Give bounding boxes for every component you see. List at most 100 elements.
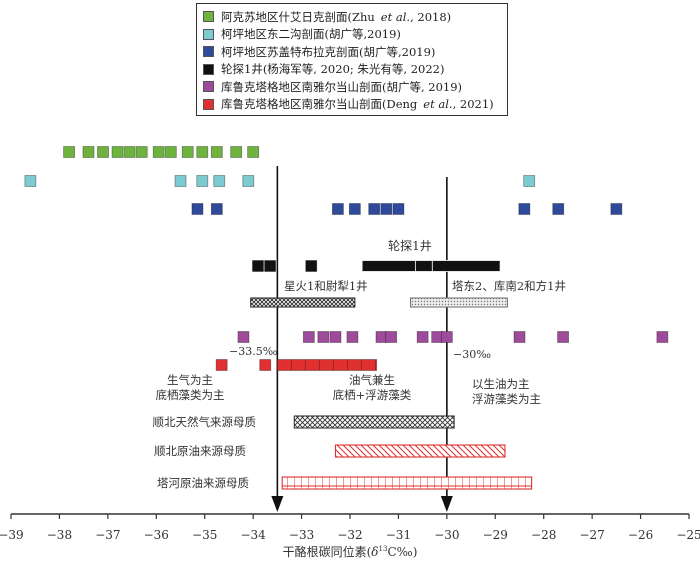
range-bar [409, 297, 508, 308]
data-range [276, 359, 378, 371]
zone-label: 底栖+浮游藻类 [333, 388, 412, 402]
legend-swatch-icon [203, 63, 214, 75]
x-tick-label: −28 [531, 528, 556, 542]
x-tick-label: −34 [240, 528, 266, 542]
legend-item: 柯坪地区东二沟剖面(胡广等,2019) [203, 26, 501, 44]
data-point [196, 146, 209, 158]
data-point [24, 175, 37, 187]
data-point [242, 175, 255, 187]
x-tick-label: −38 [47, 528, 72, 542]
x-tick-label: −39 [0, 528, 24, 542]
data-point [181, 146, 194, 158]
x-tick-label: −31 [386, 528, 411, 542]
x-tick-label: −25 [676, 528, 700, 542]
x-tick-label: −26 [628, 528, 653, 542]
series-markers [24, 146, 669, 371]
data-point [152, 146, 165, 158]
range-label: 星火1和尉犁1井 [284, 279, 368, 293]
data-point [213, 175, 226, 187]
data-point [82, 146, 95, 158]
x-tick-label: −35 [192, 528, 217, 542]
data-point [230, 146, 243, 158]
data-point [523, 175, 536, 187]
threshold-label: −33.5‰ [229, 345, 278, 358]
data-point [191, 203, 204, 215]
data-point [331, 203, 344, 215]
data-point [518, 203, 531, 215]
x-tick-label: −27 [579, 528, 604, 542]
data-range [414, 260, 433, 272]
data-point [63, 146, 76, 158]
zone-label: 以生油为主 [472, 377, 530, 391]
legend-label-italic: et al. [380, 9, 411, 24]
legend-label-italic: et al. [423, 97, 453, 112]
data-point [385, 331, 398, 343]
legend-swatch-icon [203, 46, 214, 58]
legend-item: 库鲁克塔格地区南雅尔当山剖面(胡广等, 2019) [203, 78, 501, 96]
data-point [264, 260, 276, 272]
range-label: 顺北天然气来源母质 [153, 415, 257, 429]
data-point [346, 331, 359, 343]
x-tick-label: −29 [483, 528, 508, 542]
data-point [210, 146, 223, 158]
range-bar [293, 415, 455, 429]
annotations: 轮探1井星火1和尉犁1井塔东2、库南2和方1井−33.5‰−30‰生气为主底栖藻… [153, 239, 566, 490]
x-tick-label: −30 [434, 528, 459, 542]
legend-swatch-icon [203, 81, 214, 93]
zone-label: 底栖藻类为主 [156, 388, 225, 402]
data-point [513, 331, 526, 343]
x-tick-label: −32 [337, 528, 362, 542]
data-range [431, 260, 501, 272]
legend-label: 阿克苏地区什艾日克剖面(Zhu [221, 9, 375, 24]
data-point [317, 331, 330, 343]
legend-item: 库鲁克塔格地区南雅尔当山剖面(Deng et al., 2021) [203, 96, 501, 114]
range-label: 塔河原油来源母质 [157, 476, 249, 490]
data-point [174, 175, 187, 187]
x-tick-label: −36 [144, 528, 169, 542]
annotation-label: 轮探1井 [388, 239, 432, 253]
data-point [302, 331, 315, 343]
x-axis-title: 干酪根碳同位素(δ13C‰) [283, 544, 418, 559]
range-label: 塔东2、库南2和方1井 [452, 279, 566, 293]
data-point [329, 331, 342, 343]
data-point [380, 203, 393, 215]
x-tick-label: −37 [95, 528, 120, 542]
legend-label: 库鲁克塔格地区南雅尔当山剖面(Deng [221, 97, 418, 112]
legend-item: 阿克苏地区什艾日克剖面(Zhu et al., 2018) [203, 8, 501, 26]
data-point [557, 331, 569, 343]
data-point [656, 331, 669, 343]
zone-label: 浮游藻类为主 [472, 392, 541, 406]
data-point [111, 146, 124, 158]
zone-label: 油气兼生 [349, 373, 395, 387]
arrow-down-icon [440, 496, 453, 512]
data-point [552, 203, 565, 215]
range-bar [250, 297, 356, 308]
data-point [305, 260, 318, 272]
range-label: 顺北原油来源母质 [154, 444, 246, 458]
legend-label: 库鲁克塔格地区南雅尔当山剖面(胡广等, 2019) [221, 79, 463, 94]
zone-label: 生气为主 [167, 373, 213, 387]
legend-label-suffix: , 2021) [452, 97, 494, 112]
data-point [196, 175, 209, 187]
data-point [210, 203, 223, 215]
x-axis: −39 −38 −37 −36 −35 −34 −33 −32 −31 −30 −29 −28 −27 −… [0, 513, 700, 559]
arrow-down-icon [271, 496, 284, 512]
range-bar [334, 444, 506, 458]
legend-swatch-icon [203, 98, 214, 110]
data-point [416, 331, 429, 343]
data-point [392, 203, 405, 215]
data-point [252, 260, 264, 272]
legend-item: 柯坪地区苏盖特布拉克剖面(胡广等,2019) [203, 43, 501, 61]
legend-item: 轮探1井(杨海军等, 2020; 朱光有等, 2022) [203, 61, 501, 79]
range-bars [250, 297, 533, 490]
x-tick-label: −33 [289, 528, 314, 542]
legend-label-suffix: , 2018) [410, 9, 452, 24]
data-point [368, 203, 381, 215]
data-range [361, 260, 416, 272]
data-point [215, 359, 228, 371]
data-point [164, 146, 177, 158]
data-point [348, 203, 361, 215]
data-point [259, 359, 272, 371]
legend-label: 柯坪地区苏盖特布拉克剖面(胡广等,2019) [221, 44, 436, 59]
data-point [123, 146, 136, 158]
